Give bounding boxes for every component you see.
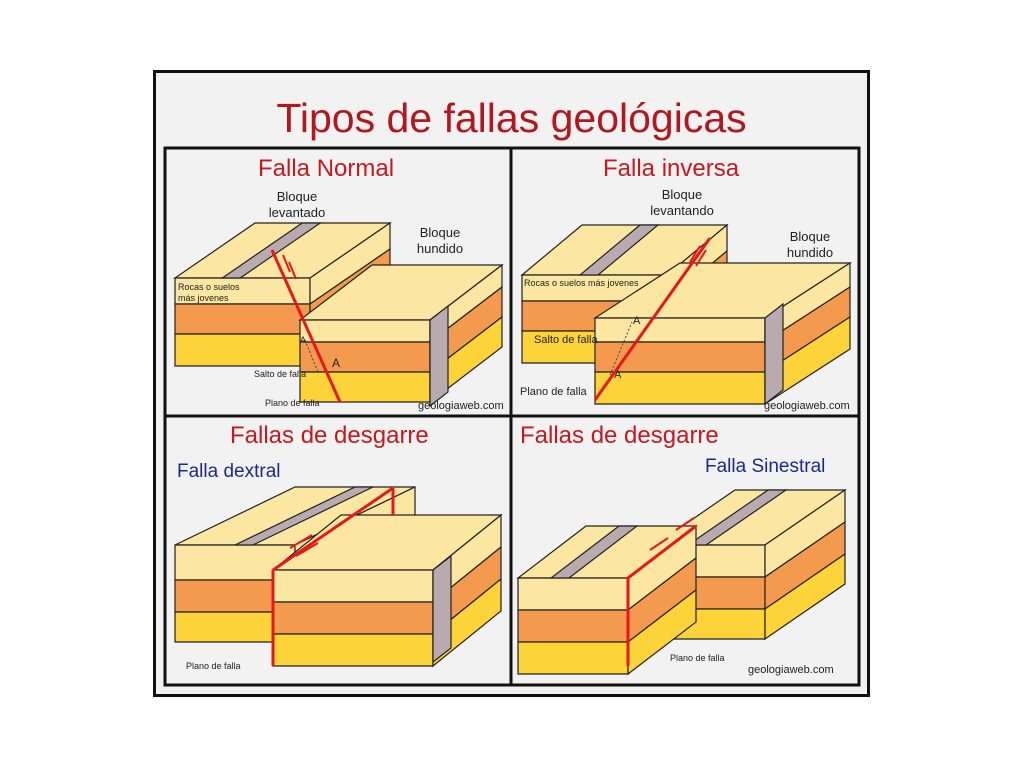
rock-layer [594, 317, 766, 343]
credit: geologiaweb.com [748, 664, 834, 676]
slip-arrow-icon [289, 534, 313, 549]
label-raised-block: Bloque levantando [650, 187, 714, 218]
credit: geologiaweb.com [764, 400, 850, 412]
rock-layer [272, 601, 434, 635]
marker-a: A [614, 369, 622, 381]
rock-layer [272, 633, 434, 667]
label-fault-plane: Plano de falla [520, 386, 587, 398]
label-fault-plane: Plano de falla [265, 398, 320, 408]
rock-layer [272, 569, 434, 603]
fault-plane-line [627, 524, 697, 580]
rock-layer [594, 341, 766, 373]
rock-layer [174, 333, 311, 367]
slip-arrow-icon [689, 245, 701, 263]
slip-arrow-icon [295, 542, 319, 557]
rock-layer [299, 319, 431, 343]
subtitle-dextral: Falla dextral [177, 461, 281, 482]
rock-layer [517, 609, 629, 643]
slip-arrow-icon [288, 261, 297, 280]
panel-title-normal: Falla Normal [258, 155, 395, 182]
dike-band [578, 224, 660, 276]
label-sunk-block: Bloque hundido [786, 229, 834, 260]
throw-guide [609, 321, 633, 376]
fault-plane-line [270, 249, 342, 403]
dike-band [686, 489, 788, 546]
slip-arrow-icon [649, 537, 669, 551]
dike-band [429, 304, 449, 408]
fault-plane-line [593, 237, 712, 401]
label-fault-plane: Plano de falla [670, 653, 725, 663]
rock-layer [517, 577, 629, 611]
dike-band [432, 554, 452, 664]
label-sunk-block: Bloque hundido [416, 225, 464, 256]
credit: geologiaweb.com [418, 400, 504, 412]
label-rocks: Rocas o suelos más jovenes [178, 282, 240, 303]
label-fault-throw: Salto de falla [254, 369, 307, 379]
slip-arrow-icon [675, 517, 695, 531]
panel-title-strike-slip: Fallas de desgarre [520, 422, 719, 449]
panel-title-strike-slip: Fallas de desgarre [230, 422, 429, 449]
marker-a: A [332, 356, 341, 370]
subtitle-sinistral: Falla Sinestral [705, 456, 826, 477]
marker-a: A [633, 315, 641, 327]
fault-plane-line [272, 486, 394, 572]
dike-band [549, 525, 639, 579]
dike-band [764, 302, 784, 406]
dike-band [234, 486, 374, 546]
label-rocks: Rocas o suelos más jovenes [524, 278, 639, 288]
marker-a: A [300, 335, 307, 345]
label-fault-plane: Plano de falla [186, 661, 241, 671]
throw-guide [304, 339, 319, 373]
slip-arrow-icon [282, 254, 291, 273]
rock-layer [174, 303, 311, 335]
rock-layer-side [764, 552, 846, 641]
label-raised-block: Bloque levantado [268, 189, 326, 220]
rock-layer [517, 641, 629, 675]
slip-arrow-icon [695, 249, 707, 267]
panel-title-inverse: Falla inversa [603, 155, 740, 182]
label-fault-throw: Salto de falla [534, 334, 598, 346]
diagram-title: Tipos de fallas geológicas [276, 95, 747, 141]
